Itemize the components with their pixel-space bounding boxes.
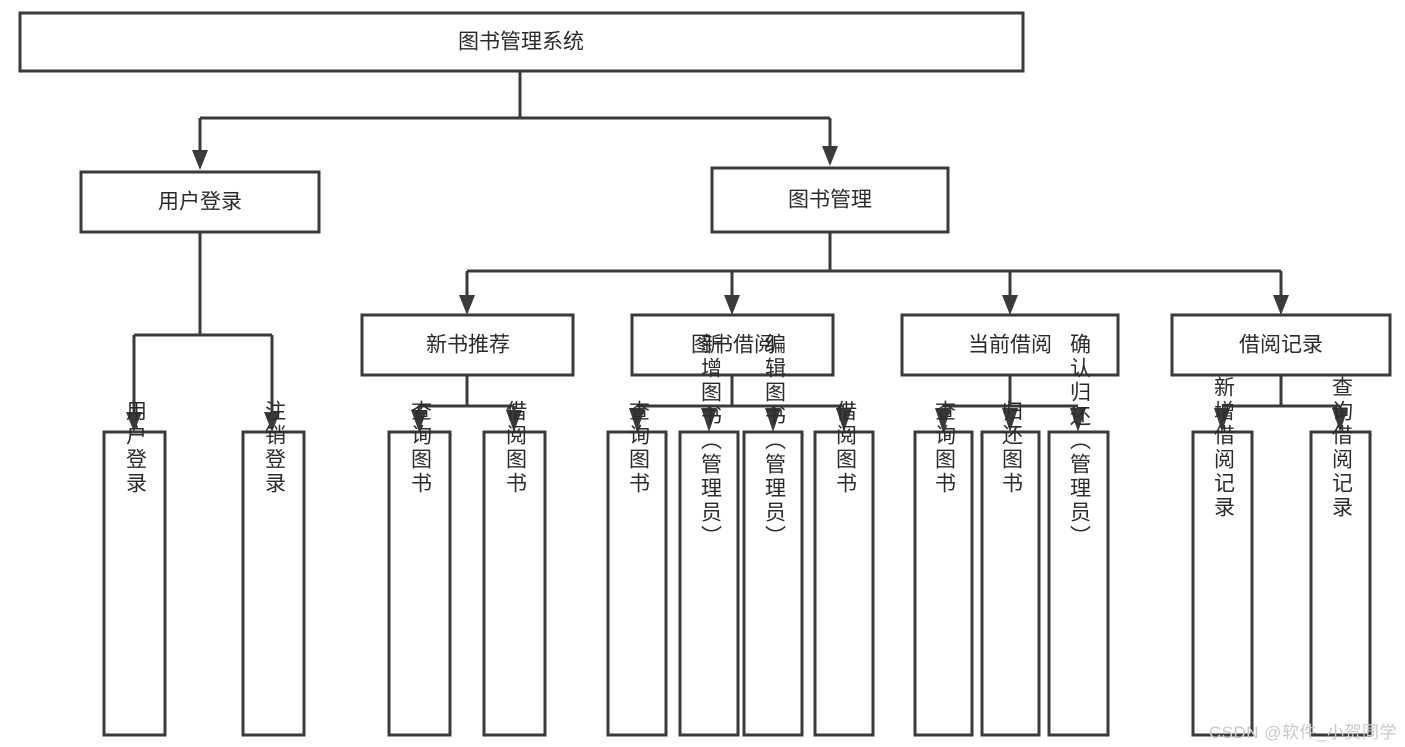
leaf-user-login-box[interactable] bbox=[102, 430, 167, 737]
arrowhead-borrow-record bbox=[1273, 295, 1289, 315]
leaf-logout-label: 注销登录 bbox=[262, 400, 286, 496]
leaf-record-query-label: 查询借阅记录 bbox=[1329, 376, 1353, 520]
node-book-management-label: 图书管理 bbox=[788, 189, 872, 212]
node-user-login[interactable]: 用户登录 bbox=[79, 170, 321, 234]
leaf-current-return-label: 归还图书 bbox=[999, 400, 1023, 496]
leaf-node[interactable]: 编辑图书（管理员） bbox=[742, 333, 804, 737]
leaf-borrow-add-label: 新增图书（管理员） bbox=[698, 333, 722, 549]
arrowhead-current-borrow bbox=[1002, 295, 1018, 315]
arrowhead-newbook-query bbox=[411, 410, 427, 432]
arrowhead-current-return bbox=[1002, 408, 1018, 432]
node-current-borrow-label: 当前借阅 bbox=[968, 334, 1052, 357]
leaf-node[interactable]: 借阅图书 bbox=[482, 400, 547, 737]
leaf-node[interactable]: 借阅图书 bbox=[813, 400, 875, 737]
leaf-current-query-label: 查询图书 bbox=[932, 400, 956, 496]
leaf-recommend-query-box[interactable] bbox=[387, 430, 452, 737]
leaf-node[interactable]: 查询图书 bbox=[606, 400, 668, 737]
connector-layer bbox=[126, 71, 1348, 432]
arrowhead-borrow-add bbox=[701, 408, 717, 432]
node-book-management-box[interactable] bbox=[710, 166, 950, 234]
leaf-borrow-add-box[interactable] bbox=[678, 430, 740, 737]
arrowhead-current-query bbox=[935, 408, 951, 432]
arrowhead-new-book bbox=[459, 295, 475, 315]
node-borrow-record[interactable]: 借阅记录 bbox=[1170, 313, 1392, 377]
node-root-box[interactable] bbox=[18, 11, 1025, 73]
node-borrow-record-label: 借阅记录 bbox=[1239, 334, 1323, 357]
arrowhead-borrow-edit bbox=[765, 408, 781, 432]
leaf-borrow-edit-box[interactable] bbox=[742, 430, 804, 737]
node-root-label: 图书管理系统 bbox=[458, 31, 584, 54]
node-current-borrow-box[interactable] bbox=[900, 313, 1120, 377]
node-new-book-recommend[interactable]: 新书推荐 bbox=[360, 313, 575, 377]
arrowhead-leaf-logout bbox=[264, 412, 280, 432]
leaf-record-query-box[interactable] bbox=[1309, 430, 1372, 737]
arrowhead-book-mgmt bbox=[822, 146, 838, 166]
arrowhead-leaf-user-login bbox=[126, 412, 142, 432]
leaf-borrow-lend-box[interactable] bbox=[813, 430, 875, 737]
node-user-login-label: 用户登录 bbox=[158, 191, 242, 214]
arrowhead-user-login bbox=[192, 150, 208, 170]
leaf-recommend-borrow-box[interactable] bbox=[482, 430, 547, 737]
leaf-node[interactable]: 查询借阅记录 bbox=[1309, 376, 1372, 737]
watermark-label: CSDN @软件_小贺同学 bbox=[1208, 723, 1397, 742]
node-borrow-record-box[interactable] bbox=[1170, 313, 1392, 377]
leaf-current-query-box[interactable] bbox=[913, 430, 974, 737]
leaf-borrow-query-label: 查询图书 bbox=[626, 400, 650, 496]
leaf-node[interactable]: 用户登录 bbox=[102, 400, 167, 737]
arrowhead-newbook-borrow bbox=[506, 410, 522, 432]
leaf-node[interactable]: 注销登录 bbox=[241, 400, 306, 737]
node-book-management[interactable]: 图书管理 bbox=[710, 166, 950, 234]
leaf-node[interactable]: 查询图书 bbox=[387, 400, 452, 737]
leaf-current-confirm-label: 确认归还（管理员） bbox=[1067, 333, 1091, 549]
leaf-current-confirm-box[interactable] bbox=[1047, 430, 1110, 737]
leaf-current-return-box[interactable] bbox=[980, 430, 1041, 737]
arrowhead-borrow-query bbox=[629, 408, 645, 432]
node-user-login-box[interactable] bbox=[79, 170, 321, 234]
node-book-borrow-label: 图书借阅 bbox=[691, 334, 775, 357]
leaf-user-login-label: 用户登录 bbox=[123, 400, 147, 496]
leaf-node[interactable]: 归还图书 bbox=[980, 400, 1041, 737]
leaf-recommend-borrow-label: 借阅图书 bbox=[503, 400, 527, 496]
arrowhead-book-borrow bbox=[724, 295, 740, 315]
arrowhead-borrow-lend bbox=[836, 408, 852, 432]
leaf-borrow-query-box[interactable] bbox=[606, 430, 668, 737]
node-new-book-recommend-box[interactable] bbox=[360, 313, 575, 377]
node-root[interactable]: 图书管理系统 bbox=[18, 11, 1025, 73]
leaf-node[interactable]: 新增借阅记录 bbox=[1191, 376, 1254, 737]
leaf-logout-box[interactable] bbox=[241, 430, 306, 737]
leaf-node[interactable]: 查询图书 bbox=[913, 400, 974, 737]
node-current-borrow[interactable]: 当前借阅 bbox=[900, 313, 1120, 377]
leaf-node[interactable]: 新增图书（管理员） bbox=[678, 333, 740, 737]
arrowhead-record-query bbox=[1332, 408, 1348, 432]
node-book-borrow[interactable]: 图书借阅 bbox=[630, 313, 835, 377]
leaf-recommend-query-label: 查询图书 bbox=[408, 400, 432, 496]
arrowhead-current-confirm bbox=[1070, 408, 1086, 432]
leaf-record-add-label: 新增借阅记录 bbox=[1211, 376, 1235, 520]
leaf-borrow-edit-label: 编辑图书（管理员） bbox=[762, 333, 786, 549]
node-new-book-recommend-label: 新书推荐 bbox=[426, 334, 510, 357]
leaf-borrow-lend-label: 借阅图书 bbox=[833, 400, 857, 496]
arrowhead-record-add bbox=[1214, 408, 1230, 432]
leaf-node[interactable]: 确认归还（管理员） bbox=[1047, 333, 1110, 737]
leaf-record-add-box[interactable] bbox=[1191, 430, 1254, 737]
node-book-borrow-box[interactable] bbox=[630, 313, 835, 377]
